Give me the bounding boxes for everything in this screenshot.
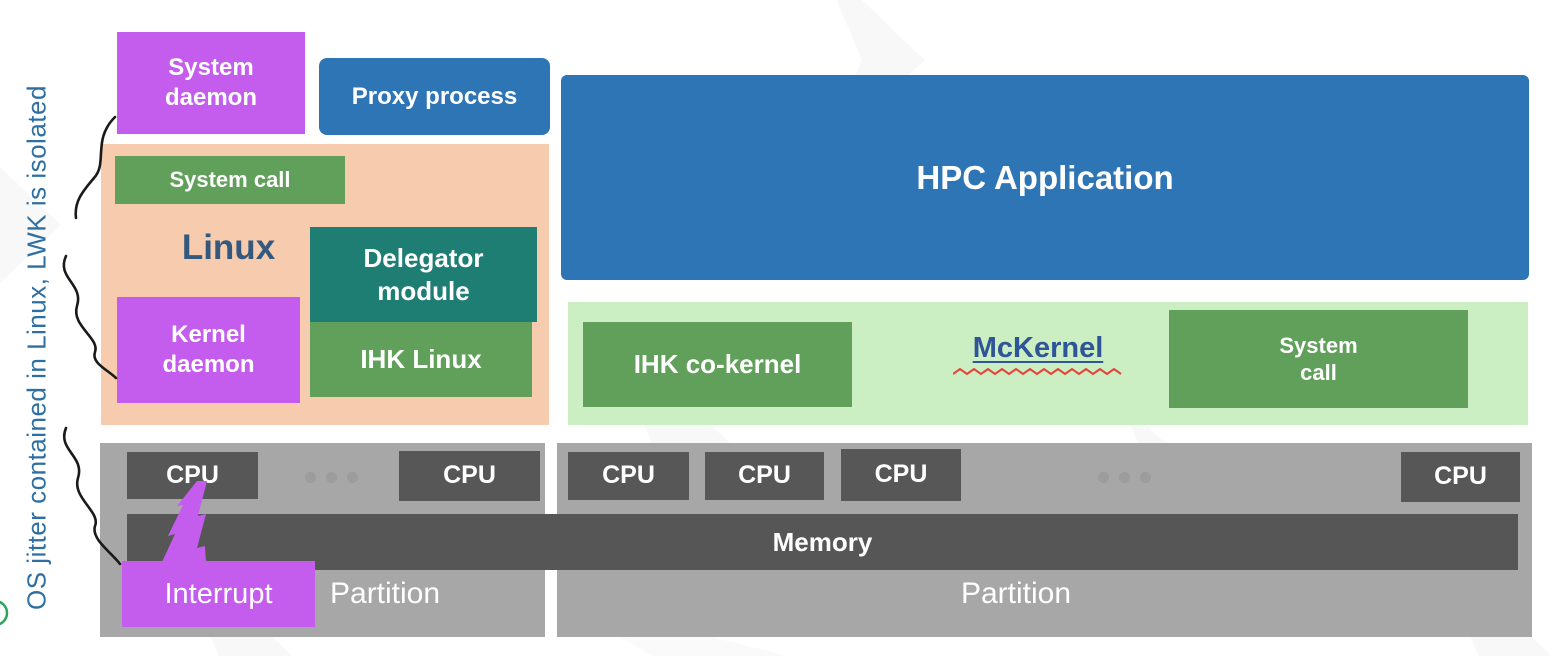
cpu-label: CPU bbox=[602, 461, 655, 490]
partition-right-label: Partition bbox=[960, 577, 1072, 610]
ihk-co-kernel-box: IHK co-kernel bbox=[583, 322, 852, 407]
cpu-label: CPU bbox=[166, 460, 219, 489]
proxy-process-label: Proxy process bbox=[351, 82, 518, 110]
interrupt-box: Interrupt bbox=[122, 561, 315, 627]
delegator-module-box: Delegator module bbox=[310, 227, 537, 322]
hpc-application-label: HPC Application bbox=[916, 158, 1174, 196]
linux-system-call-box: System call bbox=[115, 156, 345, 204]
interrupt-label: Interrupt bbox=[164, 577, 273, 610]
corner-green-mark bbox=[0, 600, 9, 626]
kernel-daemon-label: Kernel daemon bbox=[162, 321, 255, 378]
mckernel-label: McKernel bbox=[918, 332, 1158, 376]
ellipsis-dots bbox=[1098, 472, 1151, 483]
ellipsis-dots bbox=[305, 472, 358, 483]
cpu-label: CPU bbox=[443, 461, 496, 490]
cpu-box: CPU bbox=[127, 452, 258, 499]
system-daemon-box: System daemon bbox=[117, 32, 305, 134]
memory-label: Memory bbox=[772, 526, 873, 557]
ihk-linux-label: IHK Linux bbox=[360, 344, 482, 375]
proxy-process-box: Proxy process bbox=[319, 58, 550, 135]
cpu-box: CPU bbox=[568, 452, 689, 500]
hpc-application-box: HPC Application bbox=[561, 75, 1529, 280]
kernel-daemon-box: Kernel daemon bbox=[117, 297, 300, 403]
ihk-co-kernel-label: IHK co-kernel bbox=[633, 349, 802, 380]
mckernel-system-call-box: System call bbox=[1169, 310, 1468, 408]
partition-left-label: Partition bbox=[330, 577, 441, 610]
cpu-label: CPU bbox=[1434, 462, 1487, 491]
cpu-label: CPU bbox=[738, 461, 791, 490]
system-daemon-label: System daemon bbox=[164, 54, 257, 111]
cpu-box: CPU bbox=[705, 452, 824, 500]
mckernel-label-text: McKernel bbox=[972, 332, 1104, 364]
cpu-box: CPU bbox=[1401, 452, 1520, 502]
mckernel-system-call-label: System call bbox=[1279, 332, 1358, 386]
linux-system-call-label: System call bbox=[169, 167, 291, 193]
linux-label: Linux bbox=[181, 228, 276, 267]
spellcheck-wavy-underline bbox=[953, 368, 1122, 376]
side-note-vertical-text: OS jitter contained in Linux, LWK is iso… bbox=[21, 85, 52, 611]
cpu-box: CPU bbox=[399, 451, 540, 501]
cpu-box: CPU bbox=[841, 449, 961, 501]
delegator-module-label: Delegator module bbox=[363, 243, 484, 306]
memory-bar: Memory bbox=[127, 514, 1518, 570]
cpu-label: CPU bbox=[874, 460, 928, 489]
ihk-linux-box: IHK Linux bbox=[310, 322, 532, 397]
